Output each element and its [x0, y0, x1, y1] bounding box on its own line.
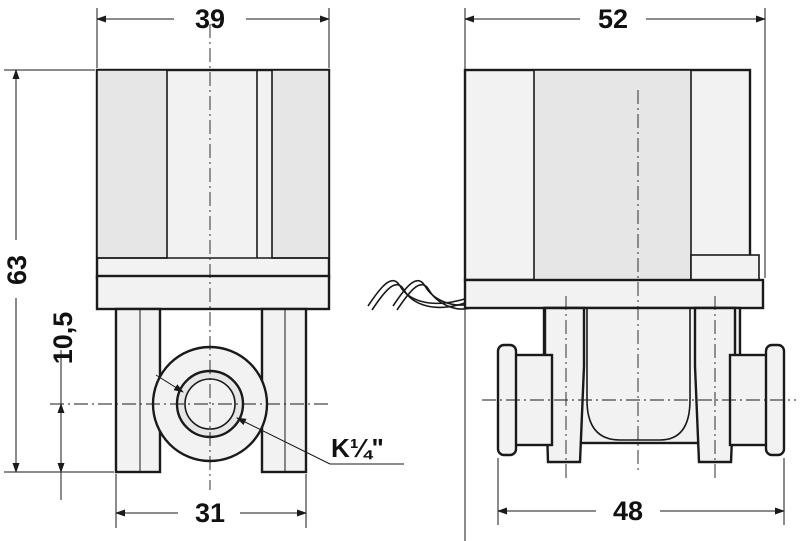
thread-label: K¼" — [331, 433, 384, 463]
front-leg-right — [260, 307, 308, 474]
side-terminal-box — [690, 254, 760, 281]
dim-52-label: 52 — [598, 4, 628, 34]
front-view — [50, 24, 331, 490]
dim-39-label: 39 — [195, 4, 225, 34]
side-leg-right — [693, 306, 737, 464]
side-view — [367, 68, 796, 480]
dim-31-label: 31 — [195, 498, 225, 528]
front-dimensions: 39 63 10,5 31 K¼" — [2, 4, 404, 528]
front-coil-panel-left — [96, 69, 168, 259]
dim-63-label: 63 — [2, 255, 32, 285]
dim-48-label: 48 — [613, 496, 643, 526]
side-dimensions: 52 48 — [464, 4, 785, 541]
front-coil-panel-right — [271, 69, 330, 259]
front-base-plate — [95, 274, 331, 311]
dim-10-5-label: 10,5 — [48, 312, 78, 365]
side-coil-panel — [533, 69, 692, 281]
side-base-plate — [463, 278, 765, 310]
